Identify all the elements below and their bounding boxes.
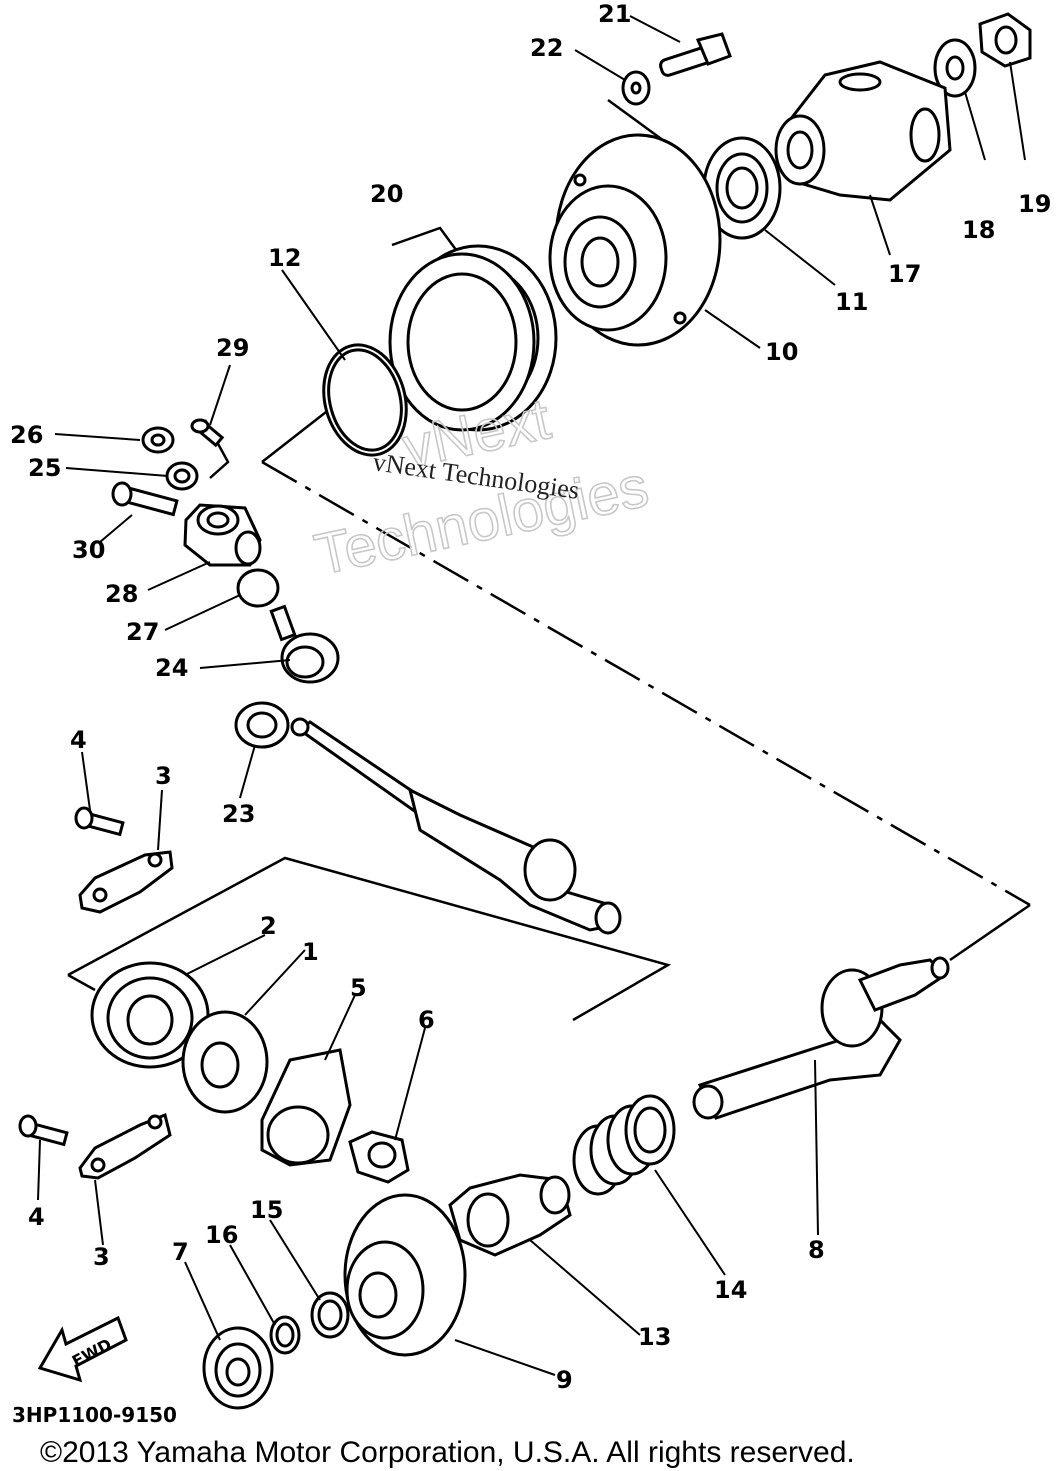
part-28-housing [183,503,262,567]
callout-8: 8 [808,1236,825,1264]
callout-2: 2 [260,912,277,940]
part-3-plate-upper [78,850,174,914]
callout-27: 27 [126,618,159,646]
assembly-lines [67,98,1031,1022]
part-6-nut [348,1130,410,1184]
part-29-screw [190,418,225,448]
callout-4-upper: 4 [70,726,87,754]
callout-26: 26 [10,421,43,449]
part-14-spring [572,1094,676,1196]
callout-17: 17 [888,260,921,288]
part-4-bolt-upper [74,806,125,837]
callout-14: 14 [714,1276,747,1304]
drawing-number: 3HP1100-9150 [12,1403,177,1427]
leader-lines [37,15,1026,1376]
part-18-washer [933,38,977,98]
fwd-arrow-icon: FWD [37,1315,128,1383]
callout-1: 1 [302,938,319,966]
callout-30: 30 [72,536,105,564]
callout-20: 20 [370,180,403,208]
part-9-ring-gear [343,1193,467,1357]
callout-28: 28 [105,580,138,608]
callout-11: 11 [835,288,868,316]
callout-16: 16 [205,1221,238,1249]
callout-7: 7 [172,1238,189,1266]
callout-6: 6 [418,1006,435,1034]
callout-4-lower: 4 [28,1203,45,1231]
callout-19: 19 [1018,190,1051,218]
part-1-shim [181,1010,269,1114]
callout-3-lower: 3 [93,1243,110,1271]
part-4-bolt-lower [18,1114,69,1147]
part-23-pinion [234,701,290,749]
part-7-bearing [202,1326,274,1410]
callout-18: 18 [962,216,995,244]
copyright-notice: ©2013 Yamaha Motor Corporation, U.S.A. A… [40,1436,855,1469]
callout-10: 10 [765,338,798,366]
callout-12: 12 [268,244,301,272]
part-5-pinion-gear [260,1048,352,1167]
callout-23: 23 [222,800,255,828]
callout-25: 25 [28,454,61,482]
part-16-circlip [269,1315,301,1355]
callout-13: 13 [638,1323,671,1351]
part-21-bolt [659,32,732,77]
part-25-washer [165,461,199,491]
part-27-o-ring [236,568,280,608]
callout-29: 29 [216,334,249,362]
part-10-bearing-housing [548,133,722,347]
callouts: 21 22 19 18 17 11 10 20 12 29 26 25 30 2… [10,0,1051,1394]
callout-5: 5 [350,974,367,1002]
part-2-bearing [90,961,210,1069]
callout-9: 9 [556,1366,573,1394]
part-19-nut [978,12,1032,68]
callout-15: 15 [250,1196,283,1224]
part-13-coupling [448,1173,572,1257]
part-24-gear [269,604,340,684]
part-12-o-ring [322,343,408,457]
part-17-yoke [774,60,952,202]
part-3-plate-lower [78,1112,172,1180]
part-22-washer [621,70,651,106]
callout-3-upper: 3 [155,762,172,790]
part-15-ring [310,1291,350,1339]
callout-24: 24 [155,654,188,682]
callout-22: 22 [530,34,563,62]
part-drive-shaft [290,717,622,935]
part-20-shim [388,244,558,432]
callout-21: 21 [598,0,631,28]
part-8-shaft [692,956,950,1120]
part-11-oil-seal [702,136,782,240]
part-30-bolt [111,481,179,517]
part-26-washer [141,426,175,454]
